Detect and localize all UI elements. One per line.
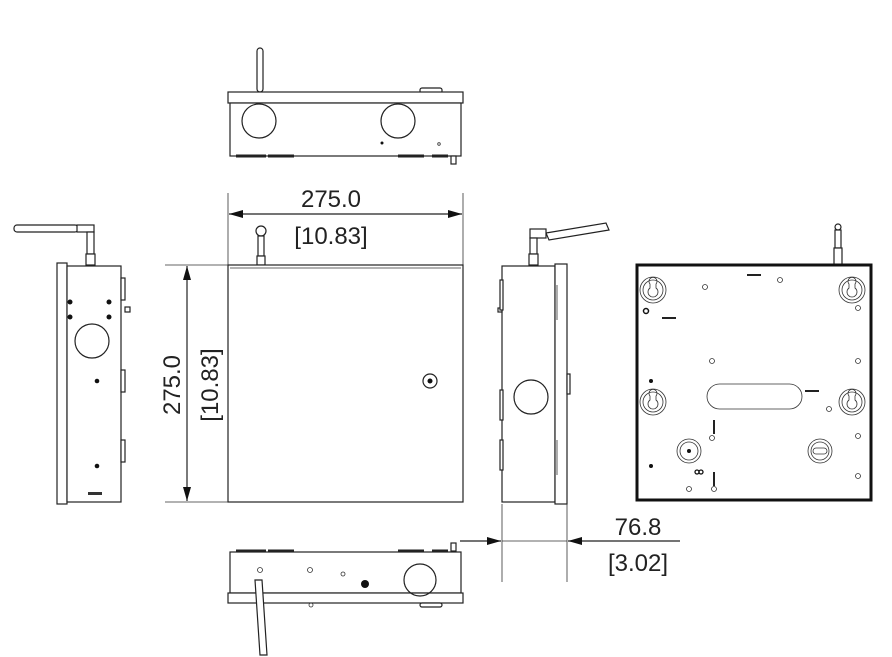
height-dimension: 275.0 [10.83] <box>159 264 228 503</box>
height-mm-label: 275.0 <box>159 355 186 415</box>
left-side-view <box>13 224 131 505</box>
width-mm-label: 275.0 <box>301 186 361 213</box>
top-view <box>227 47 464 165</box>
depth-inch-label: [3.02] <box>608 550 668 577</box>
height-inch-label: [10.83] <box>197 348 224 421</box>
right-side-view <box>497 222 610 505</box>
width-inch-label: [10.83] <box>294 223 367 250</box>
width-dimension: 275.0 [10.83] <box>227 186 464 265</box>
back-view <box>635 223 873 502</box>
front-view <box>227 225 464 503</box>
bottom-view <box>227 542 464 656</box>
depth-mm-label: 76.8 <box>615 514 662 541</box>
depth-dimension: 76.8 [3.02] <box>460 504 680 582</box>
